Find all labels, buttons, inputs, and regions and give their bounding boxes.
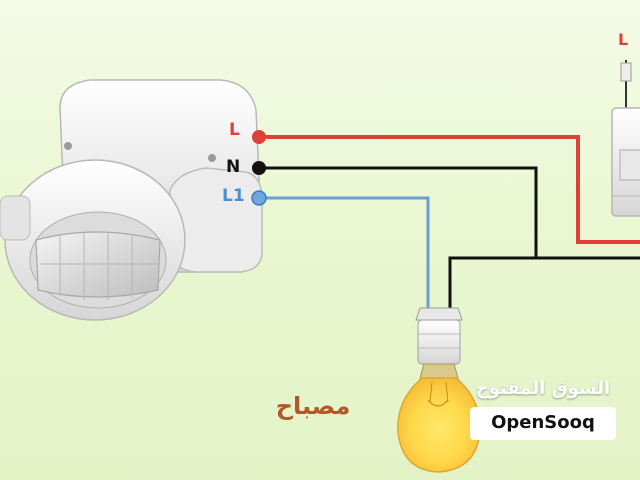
watermark-brand-text: OpenSooq bbox=[470, 407, 616, 440]
terminal-n-dot bbox=[252, 161, 266, 175]
live-wire bbox=[260, 135, 640, 244]
light-bulb bbox=[397, 307, 481, 473]
watermark-arabic-text: السوق المفتوح bbox=[475, 378, 611, 399]
breaker-live-label: L bbox=[618, 30, 629, 49]
terminal-n-label: N bbox=[226, 157, 241, 177]
terminal-l1-dot bbox=[251, 190, 267, 206]
neutral-wire bbox=[260, 166, 640, 308]
opensooq-watermark: السوق المفتوح OpenSooq bbox=[470, 378, 616, 440]
terminal-l1-label: L1 bbox=[222, 186, 245, 206]
terminal-l-label: L bbox=[229, 120, 240, 140]
motion-sensor bbox=[0, 79, 263, 321]
lamp-label: مصباح bbox=[275, 392, 351, 420]
switched-wire bbox=[260, 196, 430, 308]
terminal-l-dot bbox=[252, 130, 266, 144]
breaker-supply-wire bbox=[620, 60, 632, 108]
circuit-breaker bbox=[611, 107, 640, 217]
